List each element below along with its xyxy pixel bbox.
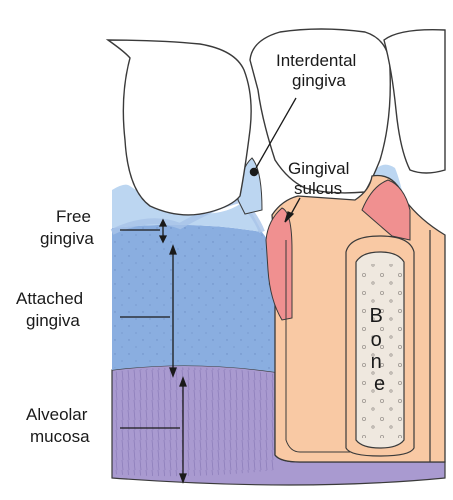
label-bone: B o n e bbox=[370, 305, 391, 395]
label-attached-gingiva: Attached gingiva bbox=[16, 289, 88, 330]
label-alveolar-mucosa: Alveolar mucosa bbox=[26, 405, 92, 446]
pointer-lines bbox=[249, 97, 301, 223]
measurement-arrows bbox=[120, 218, 187, 484]
left-tooth-crown bbox=[105, 39, 252, 216]
label-sulcus: Gingival sulcus bbox=[288, 159, 354, 198]
label-free-gingiva: Free gingiva bbox=[40, 207, 96, 248]
label-interdental: Interdental gingiva bbox=[276, 51, 361, 90]
right-tooth-crown bbox=[249, 28, 391, 194]
